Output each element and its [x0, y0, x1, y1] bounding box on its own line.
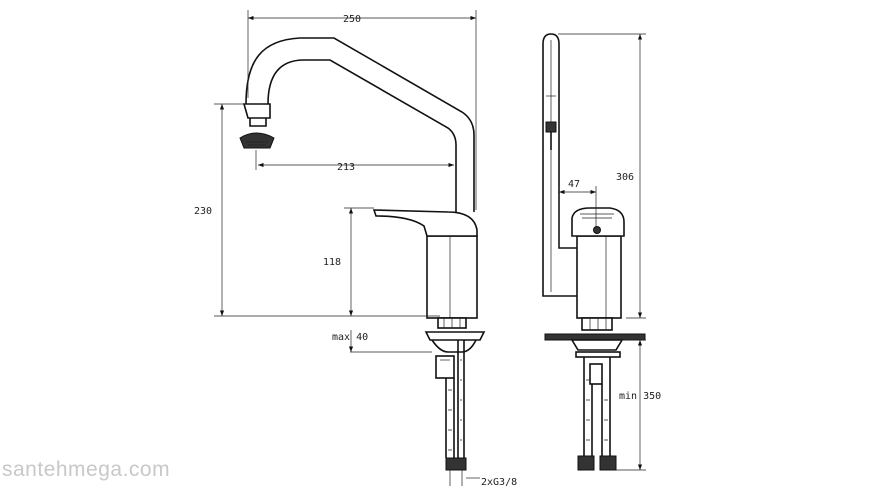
front-hose [445, 340, 465, 458]
front-aerator-tip [239, 132, 275, 149]
dim-side-height: 306 [616, 172, 634, 183]
side-aerator [545, 121, 557, 133]
front-mount-plate [424, 331, 486, 341]
side-spout [542, 33, 579, 297]
dim-min-hose: min 350 [619, 391, 661, 402]
dim-height-spout: 230 [194, 206, 212, 217]
dim-connection: 2xG3/8 [481, 477, 517, 488]
front-aerator [242, 103, 271, 119]
side-deck [544, 333, 646, 341]
side-body [576, 235, 622, 319]
side-fitting-right [599, 455, 617, 471]
watermark: santehmega.com [2, 458, 171, 481]
dim-height-body: 118 [323, 257, 341, 268]
front-lever [372, 209, 478, 237]
front-view [214, 10, 486, 486]
side-fitting-left [577, 455, 595, 471]
dim-max-thickness: max 40 [332, 332, 368, 343]
side-lever [571, 207, 625, 237]
dim-spout-reach: 213 [337, 162, 355, 173]
side-view [542, 33, 646, 471]
dim-side-offset: 47 [568, 179, 580, 190]
front-body [426, 235, 478, 319]
dim-width-top: 250 [343, 14, 361, 25]
front-hose-fitting [445, 457, 467, 471]
front-spout [245, 37, 475, 212]
side-hose [583, 357, 611, 456]
